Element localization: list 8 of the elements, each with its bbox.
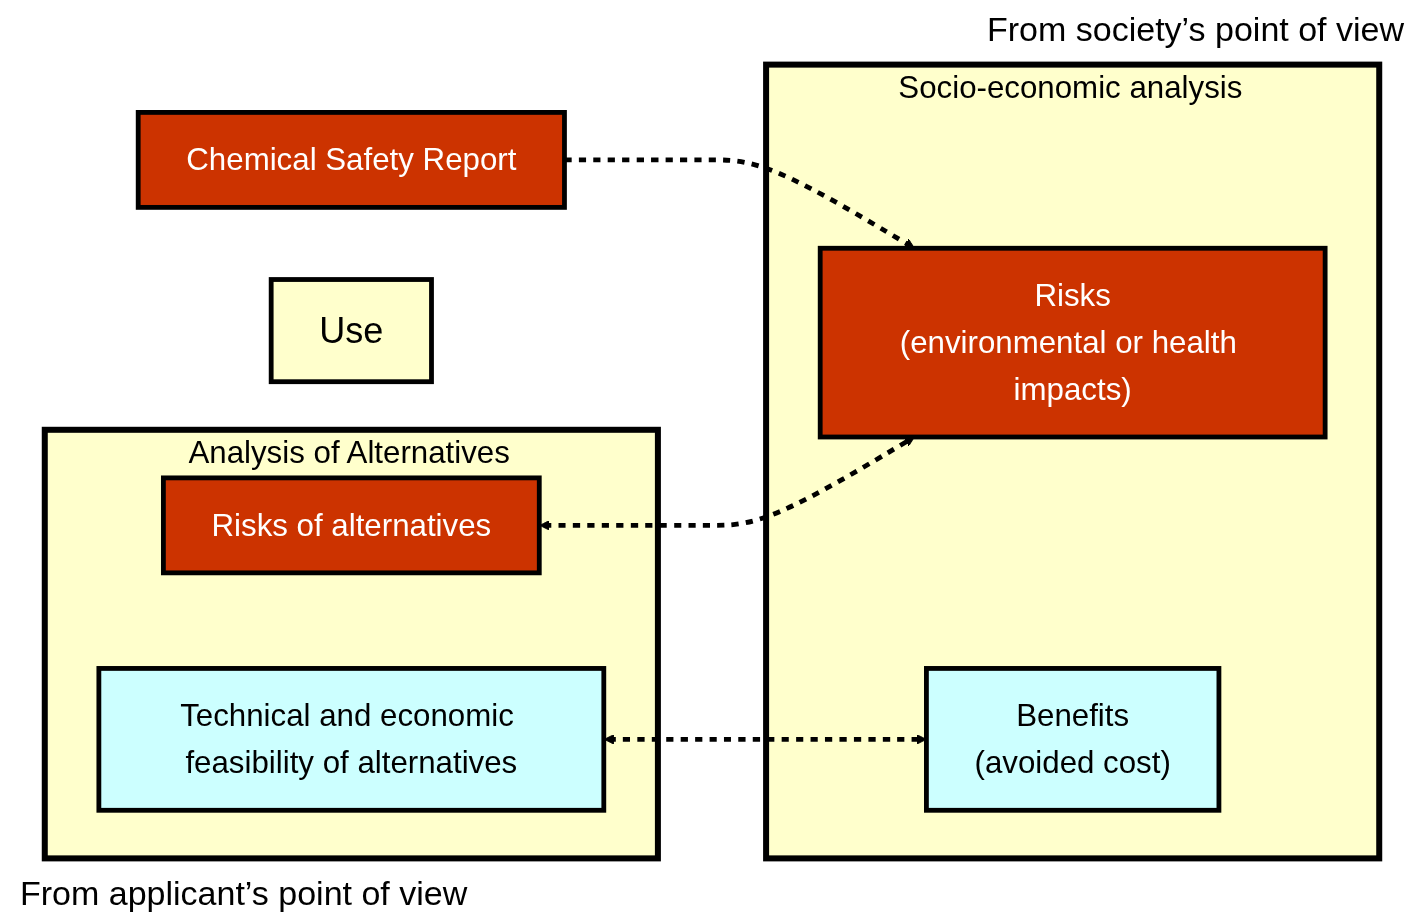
node-box: Technical and economic feasibility of alternatives [96, 666, 607, 813]
node-box: Risks of alternatives [161, 475, 542, 576]
viewpoint-note: From society’s point of view [987, 10, 1404, 49]
node-box: Risks (environmental or health impacts) [817, 245, 1328, 440]
viewpoint-note: From applicant’s point of view [20, 874, 468, 913]
node-box: Benefits (avoided cost) [924, 666, 1222, 813]
node-box: Chemical Safety Report [135, 110, 567, 210]
node-box: Use [268, 277, 434, 385]
